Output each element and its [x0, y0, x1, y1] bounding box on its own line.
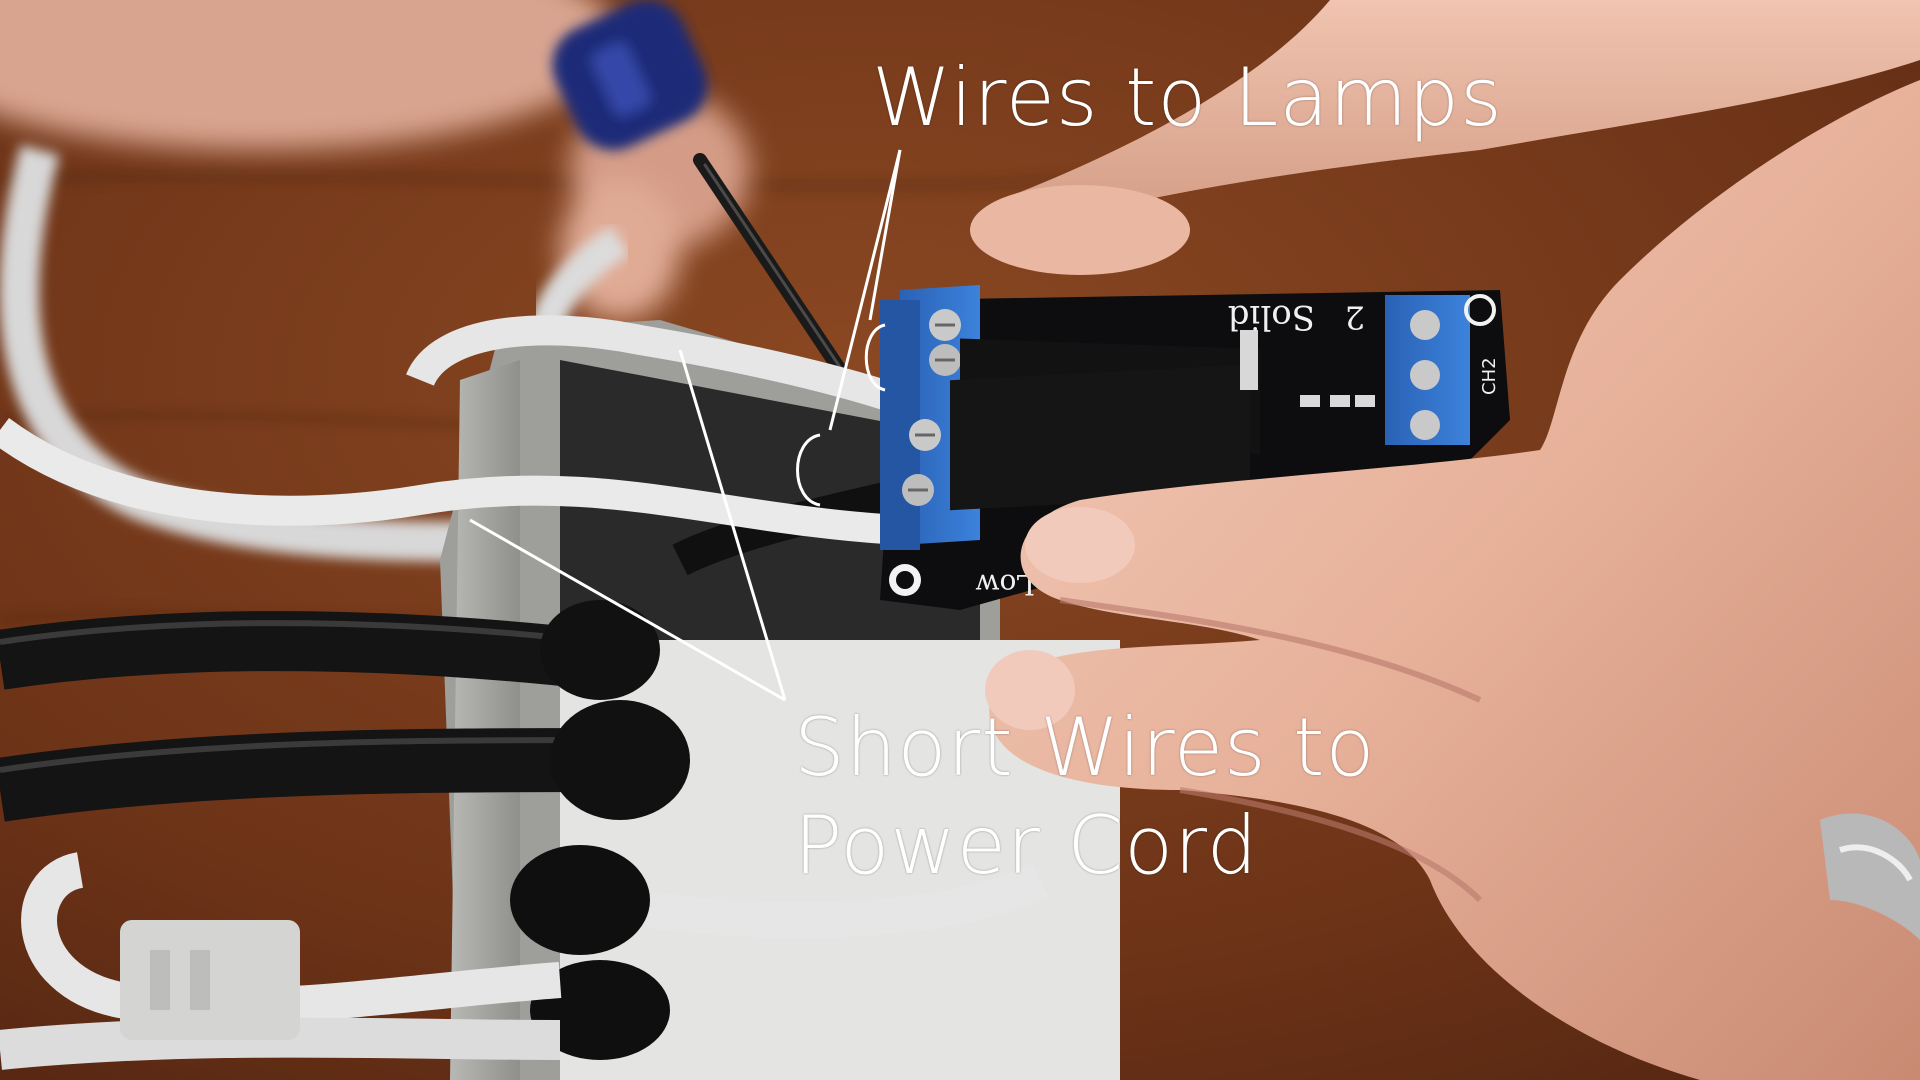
lamp-wire-marker-1: [864, 323, 886, 392]
black-cords: [0, 453, 1005, 1060]
pointer-lamps-1: [868, 149, 902, 321]
annotation-lines: [469, 149, 902, 702]
pointer-power-2: [469, 518, 786, 702]
right-hand: [970, 0, 1920, 1080]
caption-short-wires-line1: Short Wires to: [794, 701, 1376, 794]
blurred-hand-top: [0, 0, 750, 320]
board-channel-label: CH2: [1479, 357, 1500, 395]
ring-icon: [1820, 813, 1920, 940]
terminal-block-right: [1385, 295, 1470, 445]
pointer-power-1: [678, 349, 787, 701]
caption-short-wires-line2: Power Cord: [794, 799, 1259, 892]
fingernail: [1025, 507, 1135, 583]
board-channel-number: 2: [1345, 298, 1365, 336]
white-cords-bottom: [0, 852, 1049, 1070]
white-wire-to-relay: [0, 417, 901, 545]
board-brand-text: Solid: [1228, 297, 1315, 337]
lamp-wire-marker-2: [796, 433, 821, 507]
caption-wires-to-lamps: Wires to Lamps: [872, 51, 1503, 144]
relay-2: [950, 364, 1250, 511]
pointer-lamps-2: [828, 149, 902, 431]
screwdriver-icon: [552, 0, 708, 151]
